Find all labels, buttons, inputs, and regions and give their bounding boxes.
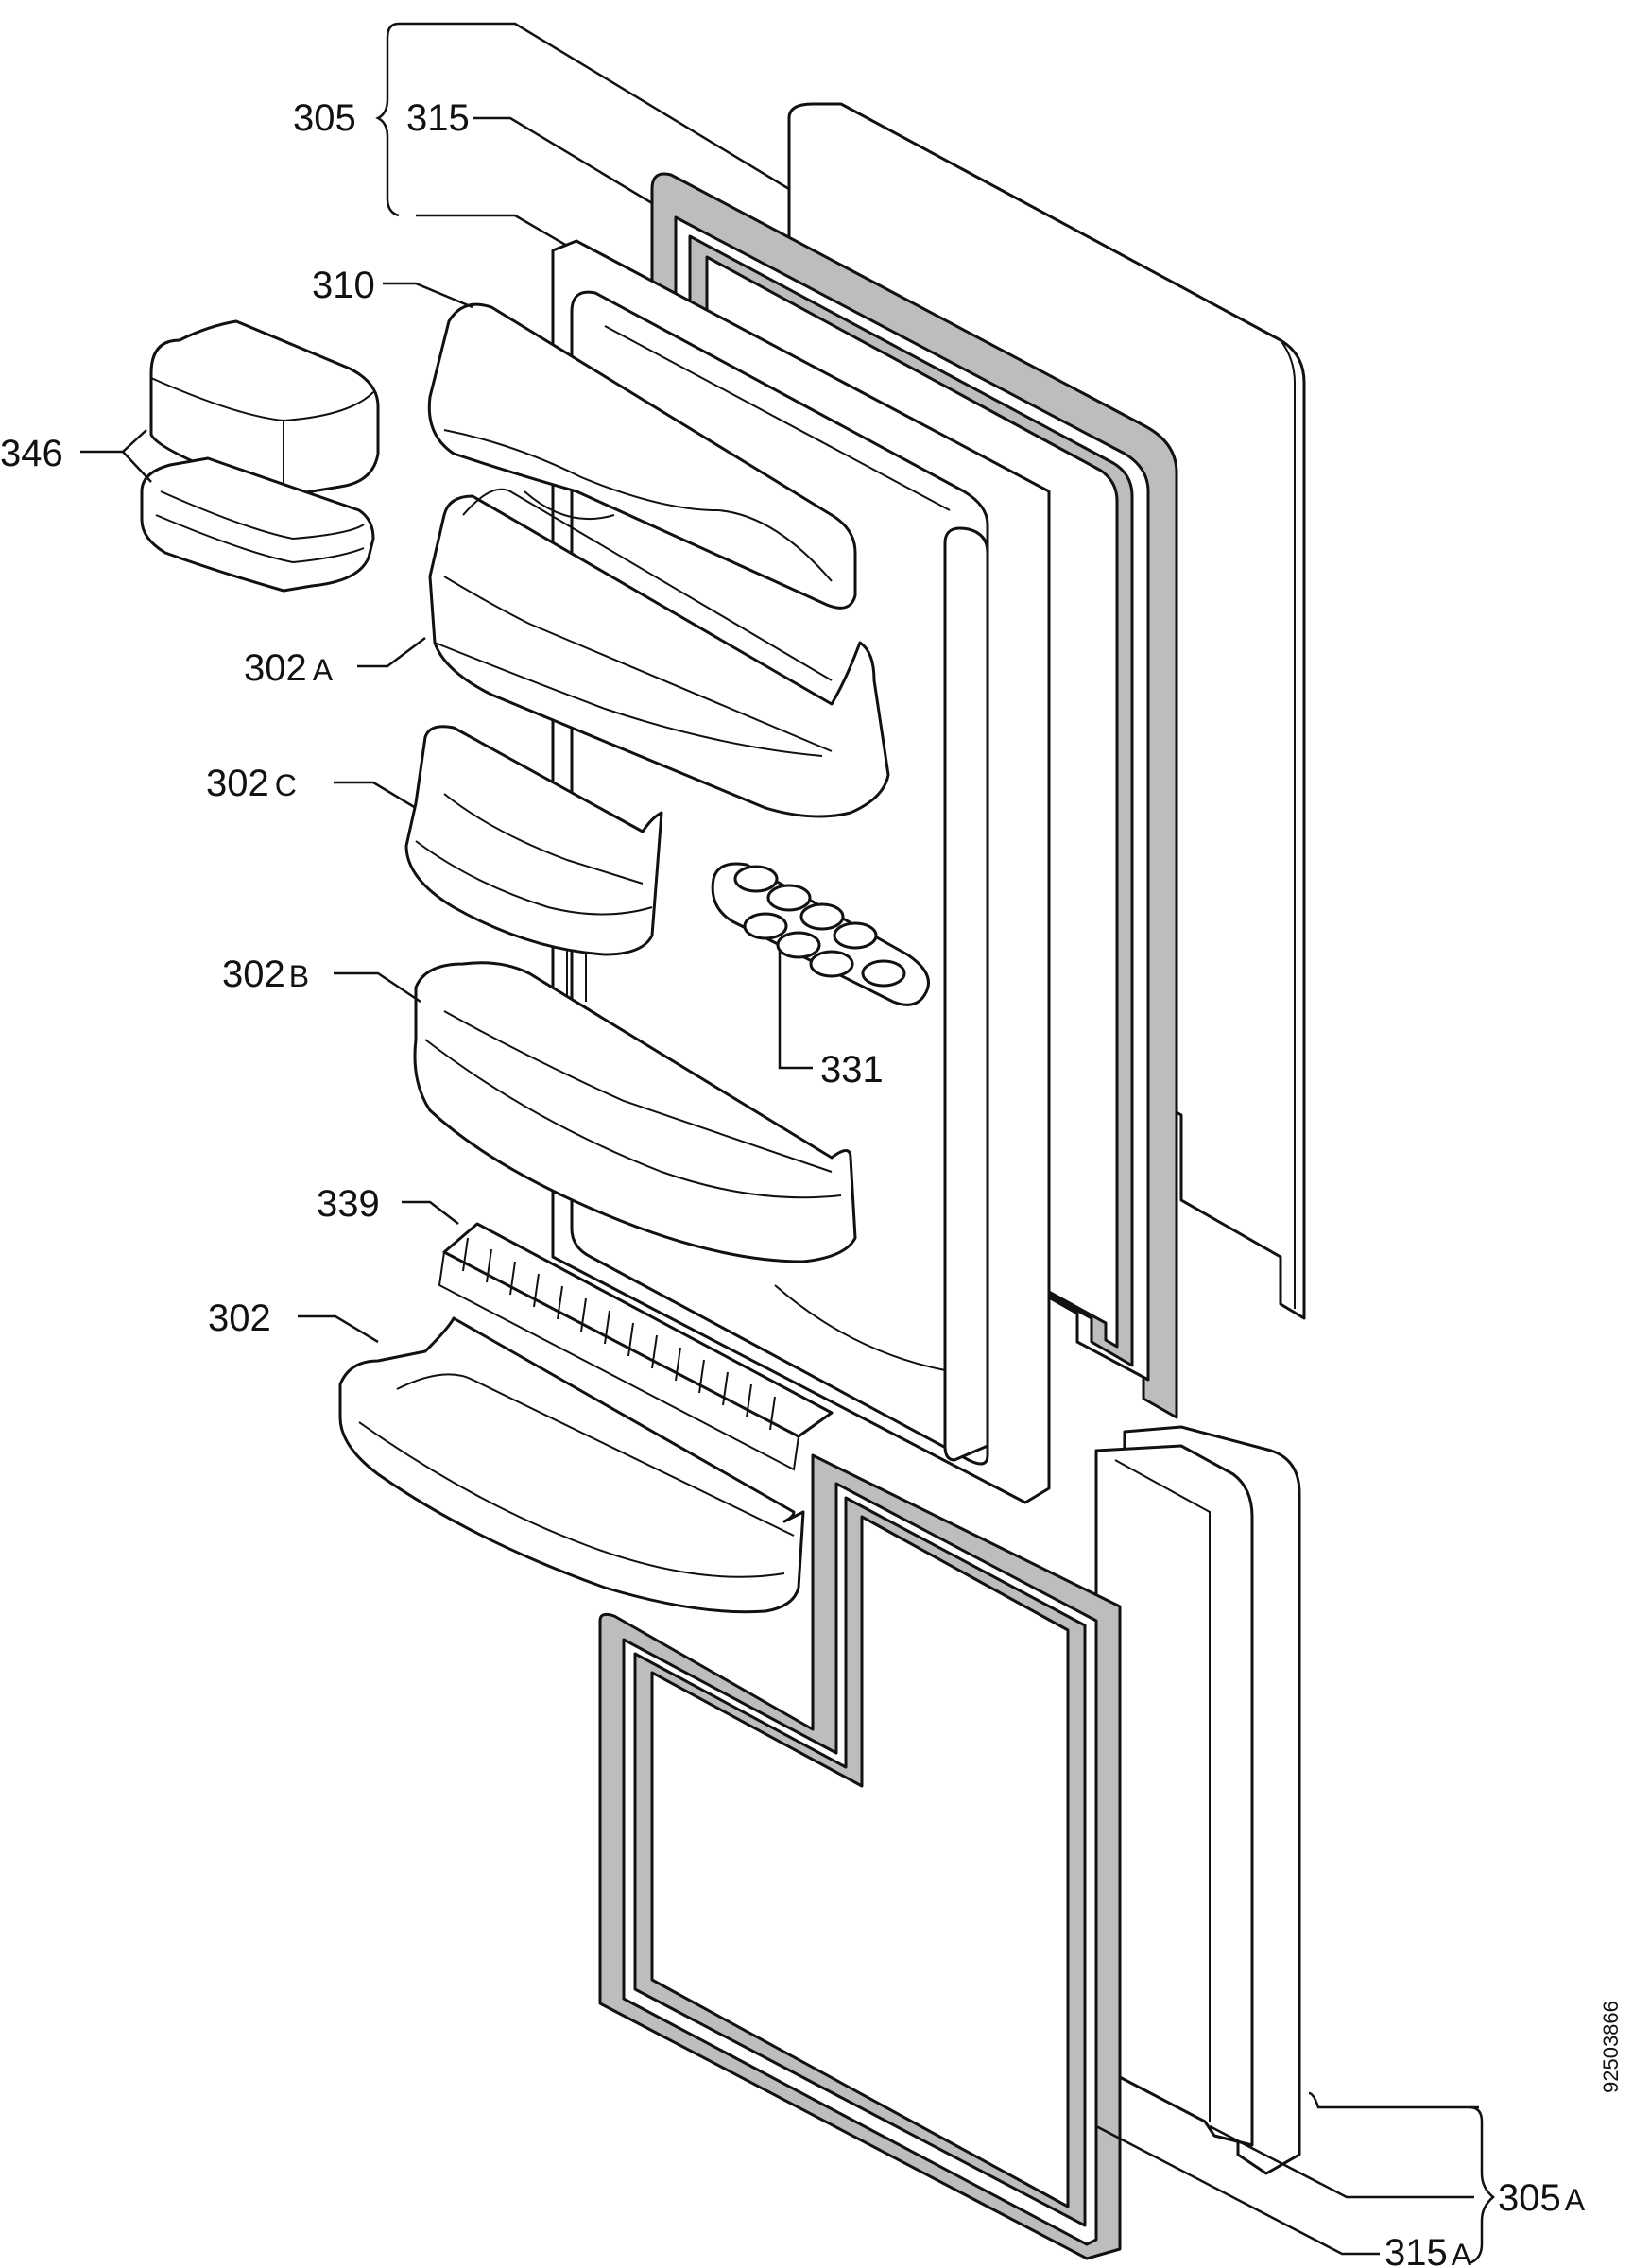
lower-outer-door-panel: [1094, 1425, 1301, 2175]
lower-door-shelf: [413, 961, 857, 1263]
callout-302: 302: [208, 1297, 271, 1339]
upper-door-shelf: [428, 488, 890, 818]
callout-302a-suffix: A: [313, 653, 334, 687]
callout-305a-number: 305: [1498, 2177, 1561, 2219]
lower-door-gasket: [598, 1453, 1122, 2260]
egg-tray: [711, 862, 930, 1006]
callout-310: 310: [312, 265, 375, 306]
bottle-shelf: [338, 1316, 805, 1614]
callout-302b-suffix: B: [289, 959, 309, 993]
bottle-rack: [438, 1222, 834, 1471]
callout-302a-number: 302: [244, 647, 307, 689]
callout-346: 346: [0, 433, 63, 474]
dairy-compartment-lid: [427, 302, 857, 610]
callout-315a-suffix: A: [1452, 2238, 1472, 2268]
drawing-number: 92503866: [1599, 2001, 1623, 2093]
callout-302c-suffix: C: [275, 768, 297, 802]
leader-lines: [80, 22, 1495, 2265]
callout-331: 331: [820, 1049, 884, 1091]
callout-302c-number: 302: [206, 763, 269, 804]
callout-305a-suffix: A: [1565, 2183, 1586, 2217]
callout-339: 339: [317, 1183, 380, 1225]
small-door-shelf: [404, 725, 663, 956]
callout-315: 315: [406, 97, 470, 139]
butter-dish: [140, 319, 380, 593]
callout-305: 305: [293, 97, 356, 139]
callout-315a-number: 315: [1384, 2232, 1448, 2268]
callout-302b-number: 302: [222, 954, 285, 995]
